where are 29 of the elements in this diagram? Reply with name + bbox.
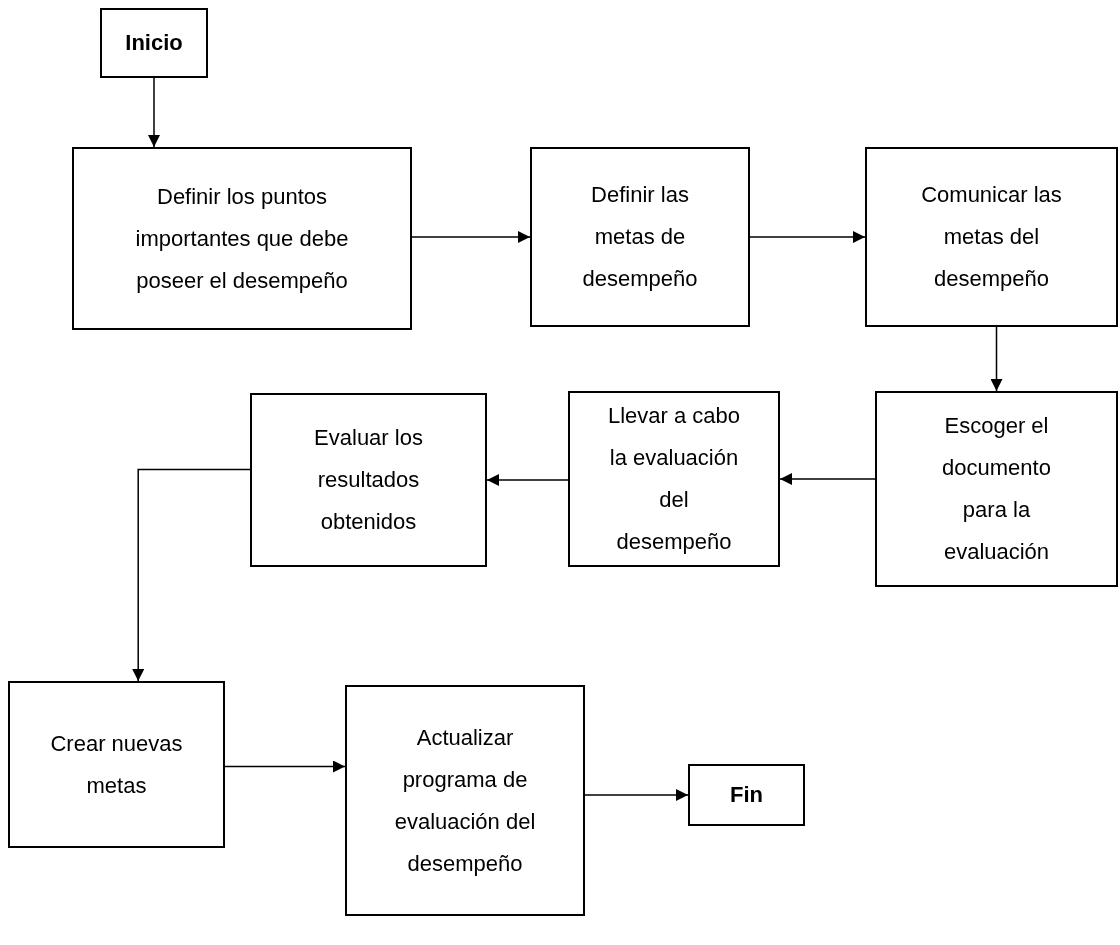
step-label: Actualizar programa de evaluación del desempeño xyxy=(393,723,537,878)
arrow xyxy=(132,468,251,682)
process-box xyxy=(345,685,585,916)
process-box xyxy=(8,681,225,848)
terminal-label: Fin xyxy=(730,781,763,809)
step-label: Escoger el documento para la evaluación xyxy=(941,412,1052,566)
arrow xyxy=(411,231,531,243)
step-label: Comunicar las metas del desempeño xyxy=(920,181,1063,293)
arrow xyxy=(584,789,689,801)
process-box xyxy=(875,391,1118,587)
arrow xyxy=(148,77,160,148)
arrow xyxy=(990,326,1003,392)
step-label: Definir las metas de desempeño xyxy=(581,181,699,293)
step-label: Definir los puntos importantes que debe poseer el desempeño xyxy=(134,182,350,295)
arrow xyxy=(779,473,876,485)
process-box xyxy=(72,147,412,330)
process-box xyxy=(865,147,1118,327)
terminal-box xyxy=(100,8,208,78)
step-label: Crear nuevas metas xyxy=(49,729,184,800)
arrow xyxy=(486,474,569,486)
process-box xyxy=(568,391,780,567)
process-box xyxy=(530,147,750,327)
step-label: Llevar a cabo la evaluación del desempeño xyxy=(606,402,742,556)
process-box xyxy=(250,393,487,567)
arrow xyxy=(749,231,866,243)
step-label: Evaluar los resultados obtenidos xyxy=(313,424,424,536)
terminal-label: Inicio xyxy=(125,29,183,57)
arrow xyxy=(224,760,346,773)
terminal-box xyxy=(688,764,805,826)
